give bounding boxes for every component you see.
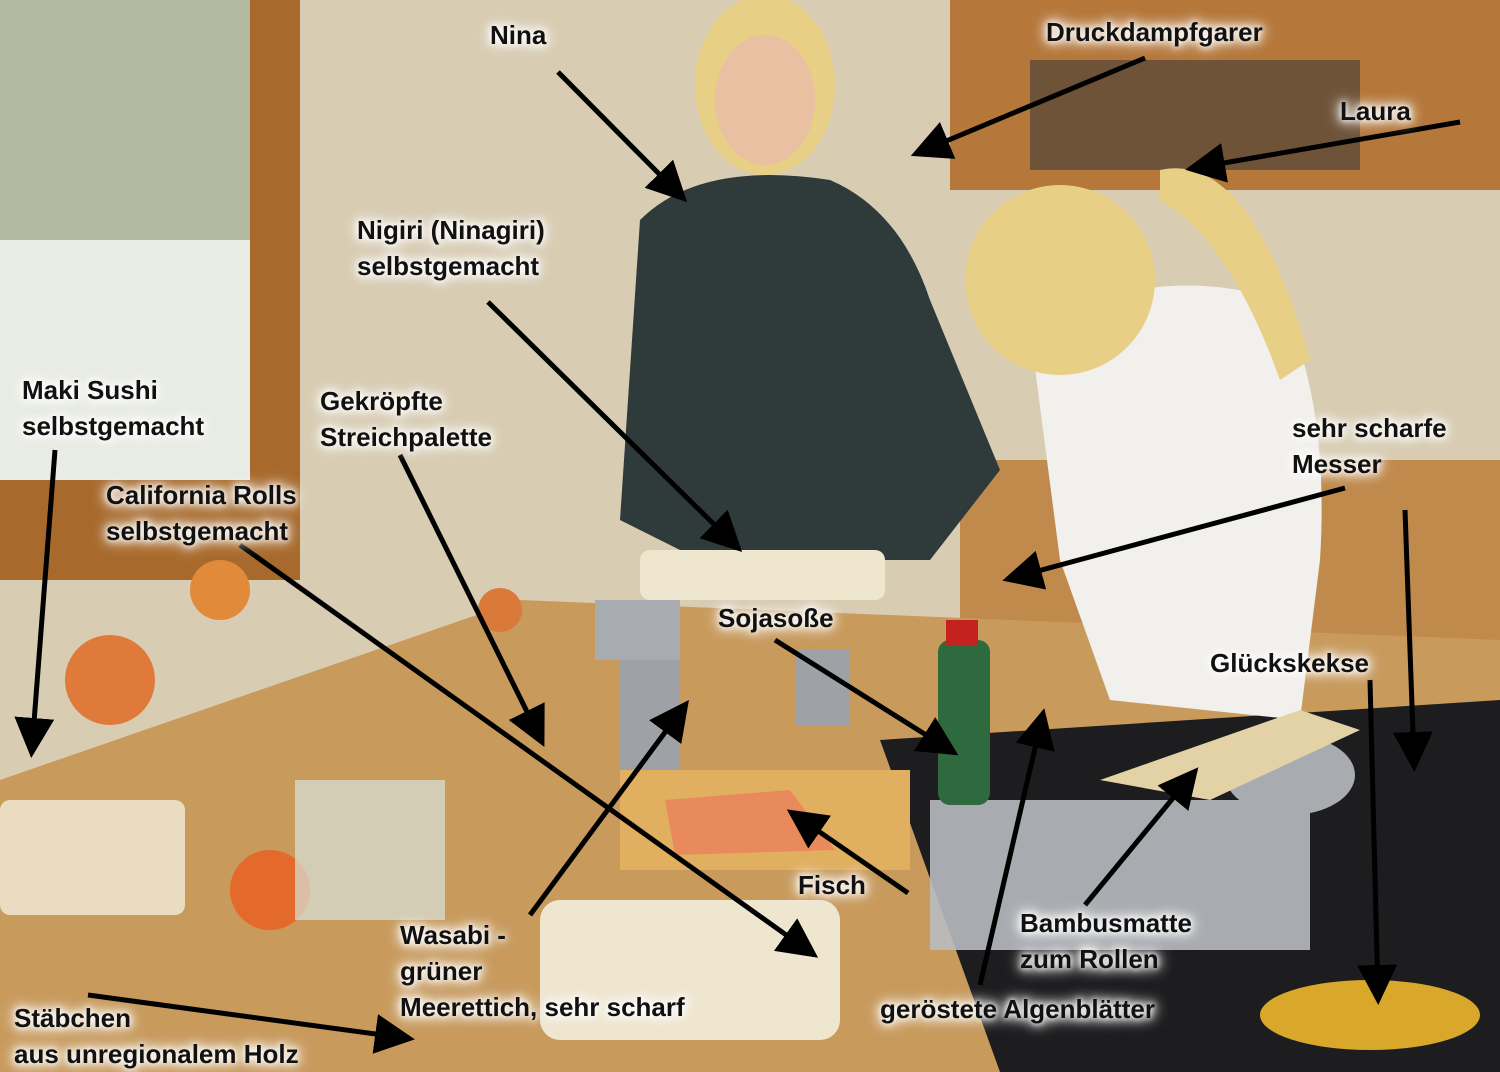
arrow-staebchen bbox=[87, 992, 415, 1054]
label-line: Streichpalette bbox=[320, 422, 492, 452]
arrow-messer-1 bbox=[1002, 485, 1346, 590]
label-line: sehr scharfe bbox=[1292, 413, 1447, 443]
soy-sauce-bottle bbox=[938, 640, 990, 805]
label-line: Maki Sushi bbox=[22, 375, 158, 405]
label-soja: Sojasoße bbox=[718, 603, 834, 633]
label-line: selbstgemacht bbox=[357, 251, 540, 281]
label-algen: geröstete Algenblätter bbox=[880, 994, 1155, 1024]
label-california: California Rolls selbstgemacht bbox=[106, 477, 297, 549]
label-line: selbstgemacht bbox=[106, 516, 289, 546]
label-laura: Laura bbox=[1340, 96, 1411, 126]
label-line: Stäbchen bbox=[14, 1003, 132, 1033]
arrow-laura bbox=[1185, 119, 1461, 183]
arrow-nigiri bbox=[486, 300, 743, 553]
label-line: California Rolls bbox=[106, 480, 297, 510]
arrow-soja bbox=[773, 637, 959, 756]
label-line: aus unregionalem Holz bbox=[14, 1039, 299, 1069]
arrow-wasabi bbox=[527, 699, 689, 917]
label-nina: Nina bbox=[490, 20, 547, 50]
arrow-california bbox=[238, 542, 819, 958]
label-line: zum Rollen bbox=[1020, 944, 1159, 974]
arrow-fisch bbox=[786, 809, 910, 896]
label-line: Gekröpfte bbox=[320, 386, 443, 416]
label-line: Messer bbox=[1292, 449, 1382, 479]
label-bambus: Bambusmatte zum Rollen bbox=[1020, 905, 1192, 977]
label-line: Nigiri (Ninagiri) bbox=[357, 215, 545, 245]
arrow-bambus bbox=[1083, 767, 1199, 907]
arrow-algen bbox=[977, 708, 1055, 986]
label-line: Meerettich, sehr scharf bbox=[400, 992, 685, 1022]
arrow-nina bbox=[556, 70, 688, 203]
arrow-glueck bbox=[1357, 679, 1398, 1005]
arrow-messer-2 bbox=[1392, 509, 1433, 772]
person-nina bbox=[620, 175, 1000, 560]
label-line: Bambusmatte bbox=[1020, 908, 1192, 938]
arrow-palette bbox=[397, 453, 545, 747]
arrow-maki bbox=[14, 449, 58, 758]
label-maki: Maki Sushi selbstgemacht bbox=[22, 372, 204, 444]
arrow-druckdampfgarer bbox=[910, 55, 1146, 159]
label-line: selbstgemacht bbox=[22, 411, 205, 441]
label-nigiri: Nigiri (Ninagiri) selbstgemacht bbox=[357, 212, 545, 284]
label-druckdampfgarer: Druckdampfgarer bbox=[1046, 17, 1263, 47]
label-glueck: Glückskekse bbox=[1210, 648, 1370, 678]
label-line: Wasabi - bbox=[400, 920, 506, 950]
label-fisch: Fisch bbox=[798, 870, 866, 900]
person-laura bbox=[1030, 285, 1322, 720]
label-staebchen: Stäbchen aus unregionalem Holz bbox=[14, 1000, 299, 1072]
label-line: grüner bbox=[400, 956, 483, 986]
